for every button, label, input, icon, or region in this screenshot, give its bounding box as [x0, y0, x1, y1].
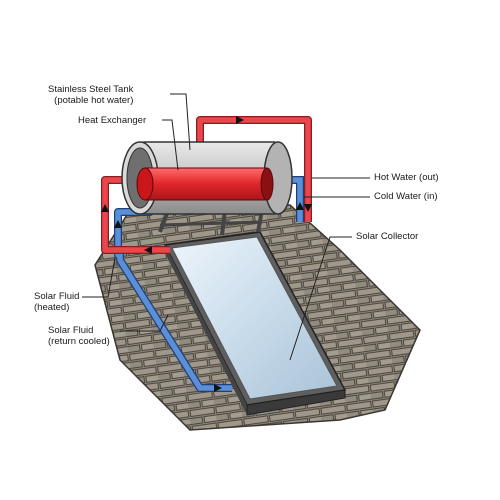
label-tank: Stainless Steel Tank (potable hot water) — [48, 84, 134, 106]
label-solar-fluid-return: Solar Fluid (return cooled) — [48, 325, 110, 347]
arrow-icon — [236, 116, 244, 124]
leader-lines — [82, 93, 370, 361]
arrow-icon — [101, 204, 109, 212]
arrow-icon — [214, 384, 222, 392]
heat-exchanger — [136, 167, 274, 201]
label-heat-exchanger: Heat Exchanger — [78, 115, 147, 126]
arrow-icon — [144, 246, 152, 254]
hot-water-pipe — [196, 116, 312, 222]
arrow-icon — [114, 220, 122, 228]
label-solar-collector: Solar Collector — [356, 231, 419, 242]
label-solar-fluid-heated: Solar Fluid (heated) — [34, 291, 80, 313]
flow-arrows — [101, 116, 312, 392]
label-hot-water: Hot Water (out) — [374, 172, 439, 183]
arrow-icon — [296, 202, 304, 210]
arrow-icon — [304, 204, 312, 212]
label-cold-water: Cold Water (in) — [374, 191, 438, 202]
solar-collector — [163, 231, 347, 416]
